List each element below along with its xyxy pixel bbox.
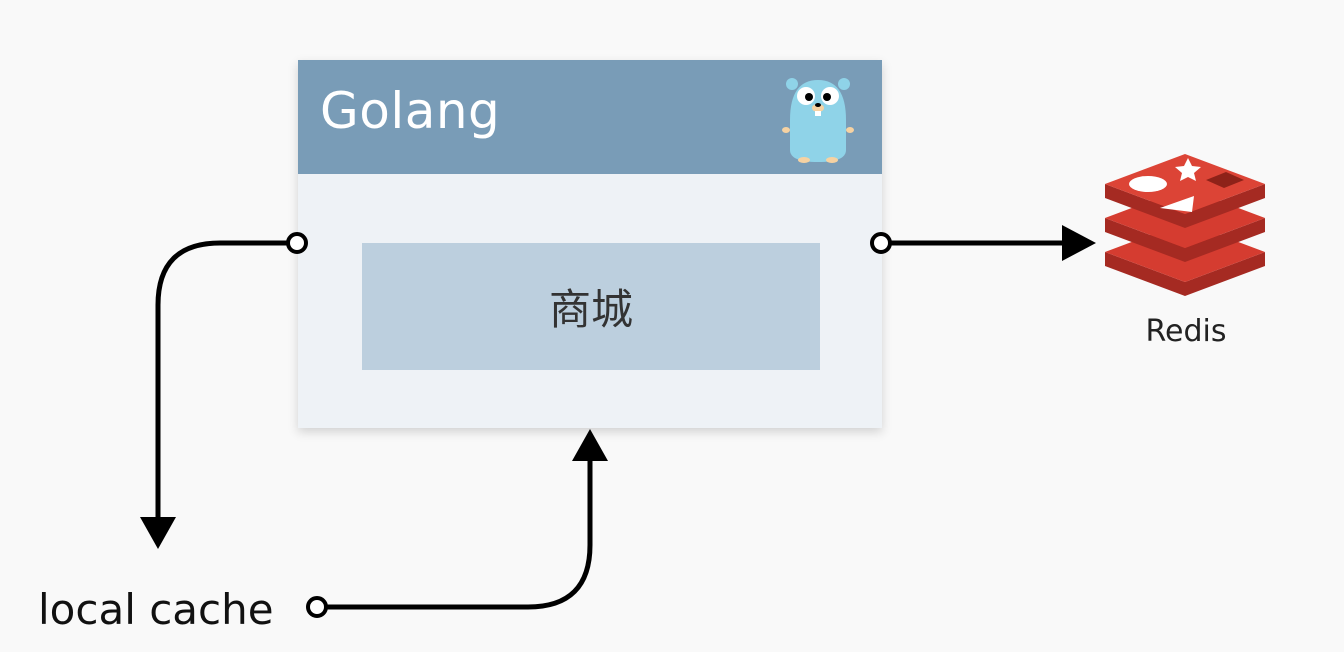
service-title: Golang xyxy=(320,82,501,140)
local-cache-port xyxy=(306,596,328,618)
golang-service-box: Golang 商城 xyxy=(298,60,882,428)
redis-label: Redis xyxy=(1145,314,1227,349)
service-to-local-cache-connector xyxy=(155,240,287,520)
mall-module-label: 商城 xyxy=(548,285,633,334)
mall-module: 商城 xyxy=(362,243,820,370)
gopher-icon xyxy=(782,78,854,163)
service-right-port xyxy=(870,232,892,254)
service-bottom-arrowhead xyxy=(572,429,608,461)
redis-arrowhead xyxy=(1062,225,1096,261)
redis-logo-icon xyxy=(1105,154,1265,296)
local-cache-label: local cache xyxy=(38,585,274,634)
local-cache-to-service-connector xyxy=(326,458,593,610)
local-cache-arrowhead xyxy=(140,517,176,549)
service-header: Golang xyxy=(298,60,882,174)
service-left-port xyxy=(286,232,308,254)
